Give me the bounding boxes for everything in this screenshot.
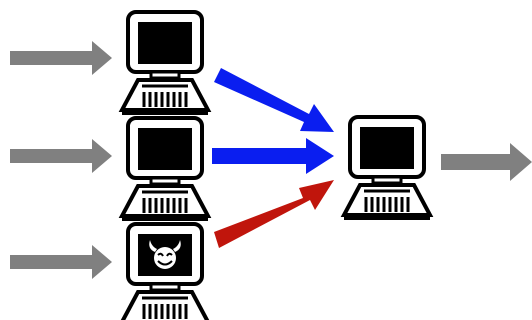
honest-arrow-2 — [212, 138, 334, 174]
honest-arrow-1 — [214, 68, 334, 132]
input-arrow-3 — [10, 245, 112, 279]
computer-icon-aggregator — [342, 115, 432, 222]
screen-top — [138, 22, 192, 64]
input-arrow-2 — [10, 139, 112, 173]
computer-icon-middle — [120, 116, 210, 223]
computer-icon-top — [120, 10, 210, 117]
screen-aggregator — [360, 127, 414, 169]
devil-computer-icon — [120, 222, 210, 320]
input-arrow-1 — [10, 41, 112, 75]
devil-face-icon — [149, 240, 181, 269]
output-arrow — [441, 143, 532, 181]
screen-middle — [138, 128, 192, 170]
malicious-arrow — [214, 180, 334, 248]
